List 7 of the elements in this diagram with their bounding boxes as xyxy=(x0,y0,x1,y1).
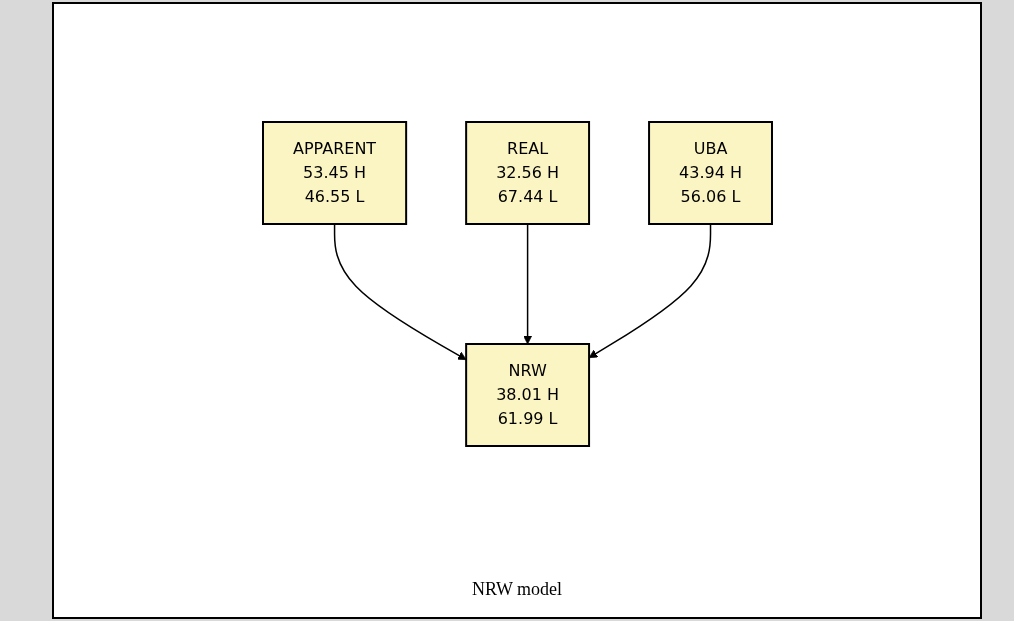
node-box: APPARENT 53.45 H 46.55 L xyxy=(261,121,407,225)
node-box: NRW 38.01 H 61.99 L xyxy=(464,343,590,447)
node-box: REAL 32.56 H 67.44 L xyxy=(464,121,590,225)
arrow xyxy=(522,223,532,345)
caption: NRW model xyxy=(471,579,563,599)
arrow xyxy=(588,223,711,359)
node-box: UBA 43.94 H 56.06 L xyxy=(647,121,773,225)
